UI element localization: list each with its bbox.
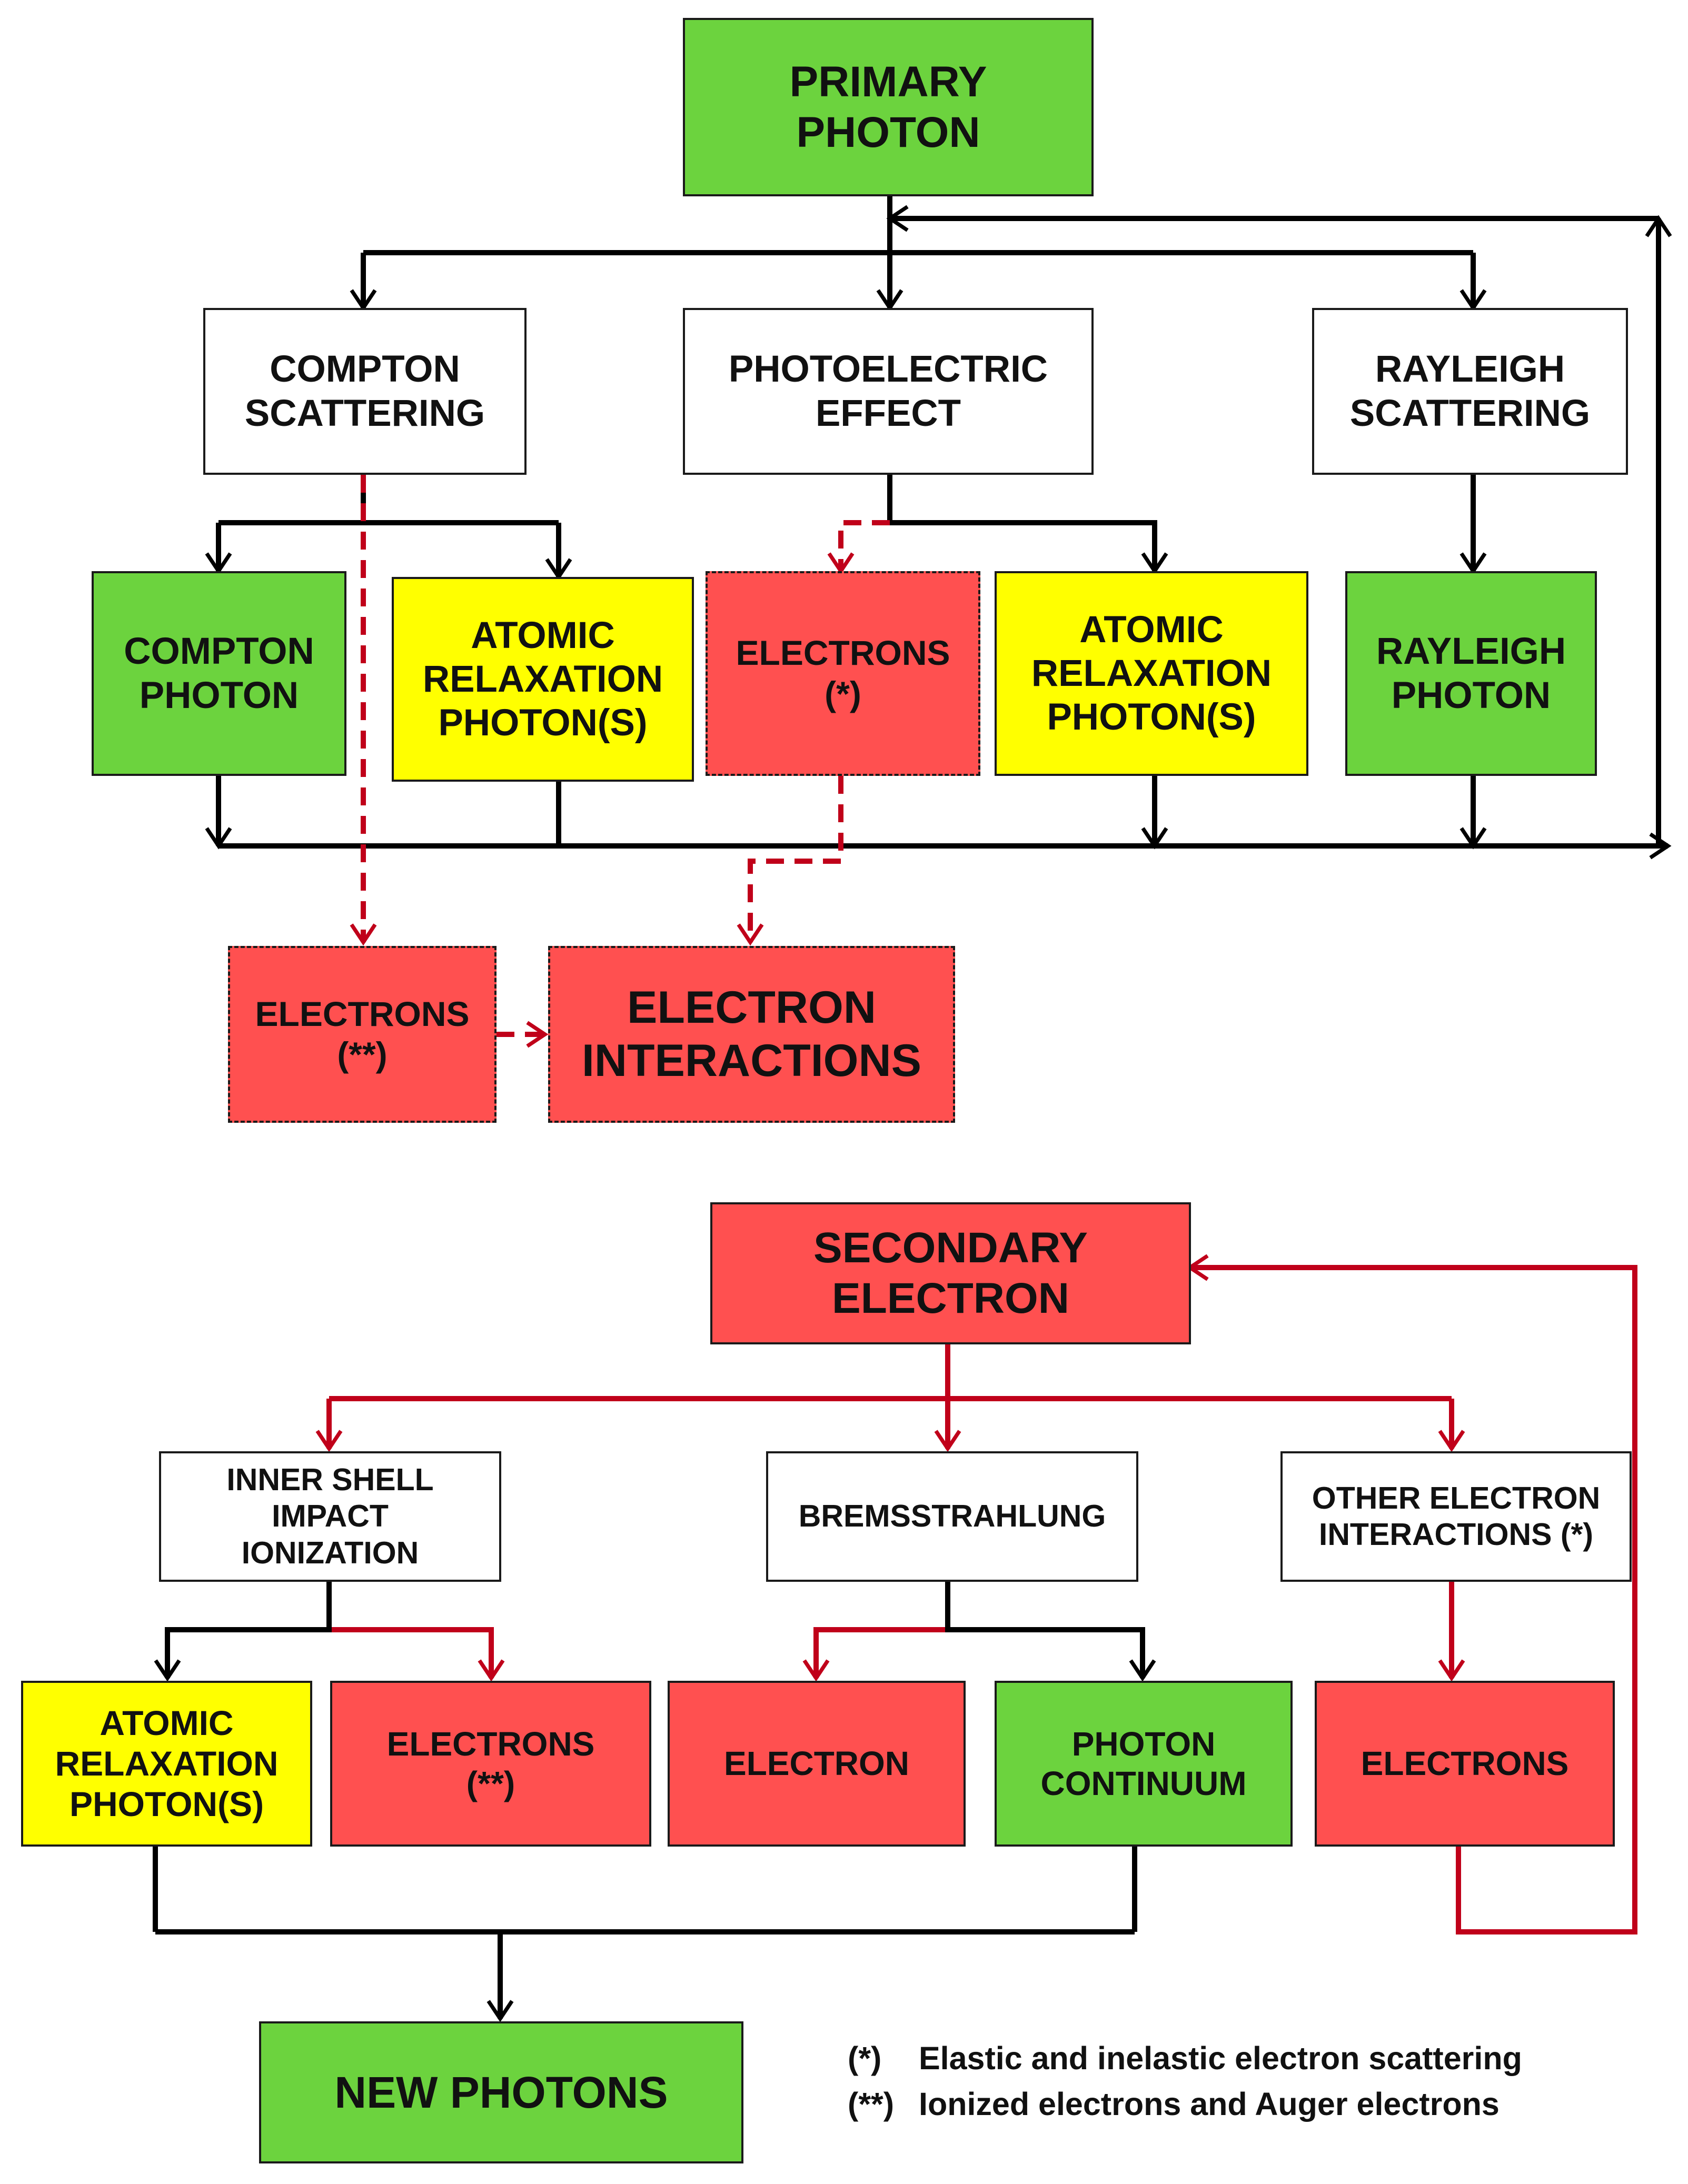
box-label-line: ATOMIC [100, 1703, 234, 1742]
box-label-line: IMPACT [272, 1499, 389, 1534]
electron-interactions-box: ELECTRON INTERACTIONS [548, 946, 955, 1123]
dashed-photoelectric-to-electrons [827, 520, 890, 575]
box-label-line: BREMSSTRAHLUNG [798, 1499, 1106, 1534]
box-label-line: RELAXATION [422, 658, 663, 700]
box-label-line: INTERACTIONS [582, 1035, 921, 1086]
compton-scattering-box: COMPTON SCATTERING [203, 308, 527, 475]
loop-electrons-back [1186, 1254, 1637, 1934]
box-label-line: INTERACTIONS (*) [1318, 1517, 1594, 1552]
box-label-line: RAYLEIGH [1375, 348, 1565, 391]
primary-photon-box: PRIMARY PHOTON [683, 18, 1094, 196]
box-label-line: INNER SHELL [226, 1462, 434, 1498]
box-label-line: PRIMARY [789, 57, 987, 106]
legend-mark: (**) [848, 2086, 895, 2122]
other-electron-interactions-box: OTHER ELECTRON INTERACTIONS (*) [1280, 1451, 1632, 1582]
box-label-line: OTHER ELECTRON [1312, 1480, 1601, 1515]
electron-flow-lines [315, 1254, 1637, 1934]
box-label-line: COMPTON [124, 631, 314, 673]
box-label-line: PHOTON [139, 674, 299, 716]
box-label-line: PHOTON [1391, 674, 1551, 716]
box-label-line: PHOTON(S) [69, 1784, 264, 1824]
box-label-line: RAYLEIGH [1376, 631, 1566, 673]
box-label-line: RELAXATION [55, 1743, 279, 1783]
photon-output-lines [153, 1582, 1156, 2022]
box-label-line: ELECTRONS [255, 994, 470, 1033]
legend-item: (**) Ionized electrons and Auger electron… [848, 2086, 1500, 2122]
box-label-line: CONTINUUM [1040, 1764, 1247, 1802]
box-label-line: SCATTERING [1349, 392, 1591, 434]
box-label-line: EFFECT [815, 392, 961, 434]
rayleigh-photon-box: RAYLEIGH PHOTON [1345, 571, 1597, 776]
box-label-line: COMPTON [270, 348, 460, 391]
box-label-line: NEW PHOTONS [334, 2067, 668, 2117]
box-label-line: ELECTRONS [736, 633, 950, 673]
box-label-line: SECONDARY [813, 1224, 1088, 1272]
new-photons-box: NEW PHOTONS [259, 2021, 743, 2163]
electrons-inner-shell-box: ELECTRONS (**) [330, 1681, 651, 1847]
legend-text: Elastic and inelastic electron scatterin… [919, 2040, 1522, 2076]
electron-dashed-lines [350, 475, 890, 1048]
box-label-line: (**) [337, 1035, 388, 1074]
photoelectric-effect-box: PHOTOELECTRIC EFFECT [683, 308, 1094, 475]
inner-shell-impact-ionization-box: INNER SHELL IMPACT IONIZATION [159, 1451, 501, 1582]
box-label-line: PHOTON [796, 108, 980, 156]
photon-continuum-box: PHOTON CONTINUUM [995, 1681, 1293, 1847]
electrons-other-box: ELECTRONS [1315, 1681, 1615, 1847]
bremsstrahlung-box: BREMSSTRAHLUNG [766, 1451, 1138, 1582]
electron-bremsstrahlung-box: ELECTRON [668, 1681, 966, 1847]
box-label-line: (*) [825, 674, 861, 713]
box-label-line: PHOTON [1071, 1724, 1216, 1763]
box-label-line: IONIZATION [241, 1535, 419, 1570]
atomic-relaxation-photoelectric-box: ATOMIC RELAXATION PHOTON(S) [995, 571, 1308, 776]
rayleigh-scattering-box: RAYLEIGH SCATTERING [1312, 308, 1628, 475]
box-label-line: PHOTOELECTRIC [728, 348, 1048, 391]
compton-photon-box: COMPTON PHOTON [92, 571, 346, 776]
dashed-electrons-to-interactions [737, 776, 843, 946]
photon-flow-lines [205, 196, 1672, 860]
box-label-line: ELECTRON [724, 1744, 909, 1783]
arrow-brems-to-electron [802, 1627, 948, 1682]
arrow-to-relaxation-photoelectric [890, 520, 1168, 575]
electrons-compton-box: ELECTRONS (**) [228, 946, 497, 1123]
secondary-electron-box: SECONDARY ELECTRON [710, 1202, 1191, 1344]
atomic-relaxation-electron-box: ATOMIC RELAXATION PHOTON(S) [21, 1681, 312, 1847]
box-label-line: ELECTRON [627, 982, 876, 1033]
electrons-photoelectric-box: ELECTRONS (*) [706, 571, 980, 776]
box-label-line: ELECTRONS [1361, 1744, 1569, 1783]
box-label-line: RELAXATION [1031, 652, 1272, 694]
arrow-inner-shell-to-relaxation [154, 1582, 332, 1682]
atomic-relaxation-compton-box: ATOMIC RELAXATION PHOTON(S) [392, 577, 694, 782]
legend-item: (*) Elastic and inelastic electron scatte… [848, 2040, 1522, 2077]
box-label-line: PHOTON(S) [1047, 696, 1256, 739]
box-label-line: ELECTRON [832, 1274, 1069, 1322]
legend-text: Ionized electrons and Auger electrons [919, 2086, 1500, 2122]
box-label-line: PHOTON(S) [438, 702, 648, 744]
box-label-line: ELECTRONS [386, 1724, 595, 1763]
box-label-line: (**) [466, 1764, 515, 1802]
arrow-inner-shell-to-electrons [329, 1627, 505, 1682]
box-label-line: ATOMIC [1079, 609, 1224, 651]
box-label-line: ATOMIC [471, 614, 615, 656]
legend-mark: (*) [848, 2040, 882, 2076]
box-label-line: SCATTERING [244, 392, 485, 434]
arrow-brems-to-continuum [945, 1582, 1156, 1682]
